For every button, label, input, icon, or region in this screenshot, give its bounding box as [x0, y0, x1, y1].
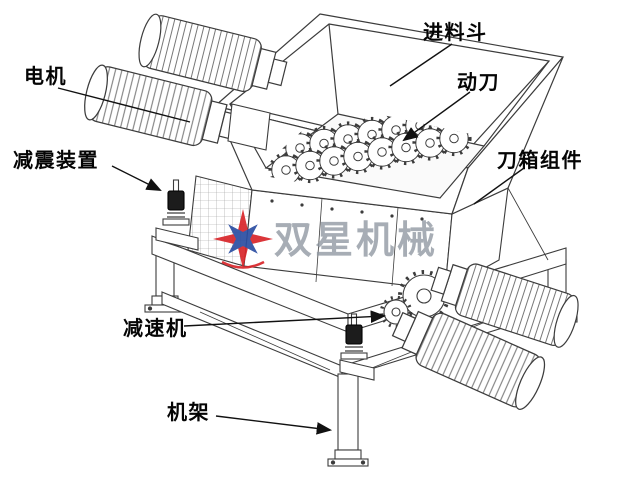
- leader-hopper: [389, 43, 453, 87]
- reducer-gear-small-hub: [391, 307, 401, 317]
- brand-watermark: 双星机械: [213, 209, 438, 269]
- label-motor: 电机: [24, 66, 67, 88]
- damper-bracket-left: [155, 227, 199, 251]
- knife-box-bolts: [270, 199, 424, 221]
- label-moving-blade: 动刀: [457, 72, 500, 94]
- leader-motor: [57, 87, 191, 123]
- leader-knife-box: [473, 167, 525, 205]
- leader-frame: [215, 415, 333, 435]
- hopper-right-wall: [450, 56, 564, 216]
- frame-foot-front: [327, 449, 369, 467]
- leader-lines: [57, 43, 525, 435]
- knife-box-assembly: [157, 175, 549, 291]
- leader-damper: [111, 165, 162, 191]
- leader-moving-blade: [402, 91, 471, 142]
- shock-absorber-left: [162, 179, 190, 226]
- leader-reducer: [183, 310, 387, 327]
- brand-watermark-text: 双星机械: [274, 220, 438, 262]
- motor-gear-housing-left: [227, 103, 271, 151]
- left-motors: [79, 11, 291, 156]
- damper-bracket-front: [339, 359, 375, 381]
- label-knife-box: 刀箱组件: [497, 150, 583, 172]
- frame-leg-front: [337, 373, 359, 451]
- knife-box-panel-lines: [315, 197, 399, 287]
- shock-absorbers: [155, 179, 375, 381]
- brand-star-blue: [228, 224, 258, 254]
- label-reducer: 减速机: [123, 318, 188, 340]
- label-frame: 机架: [167, 402, 210, 424]
- brand-star-swoosh: [221, 260, 265, 269]
- label-damper: 减震装置: [13, 150, 99, 172]
- label-hopper: 进料斗: [423, 22, 488, 44]
- reducer-gear-large-hub: [416, 288, 432, 304]
